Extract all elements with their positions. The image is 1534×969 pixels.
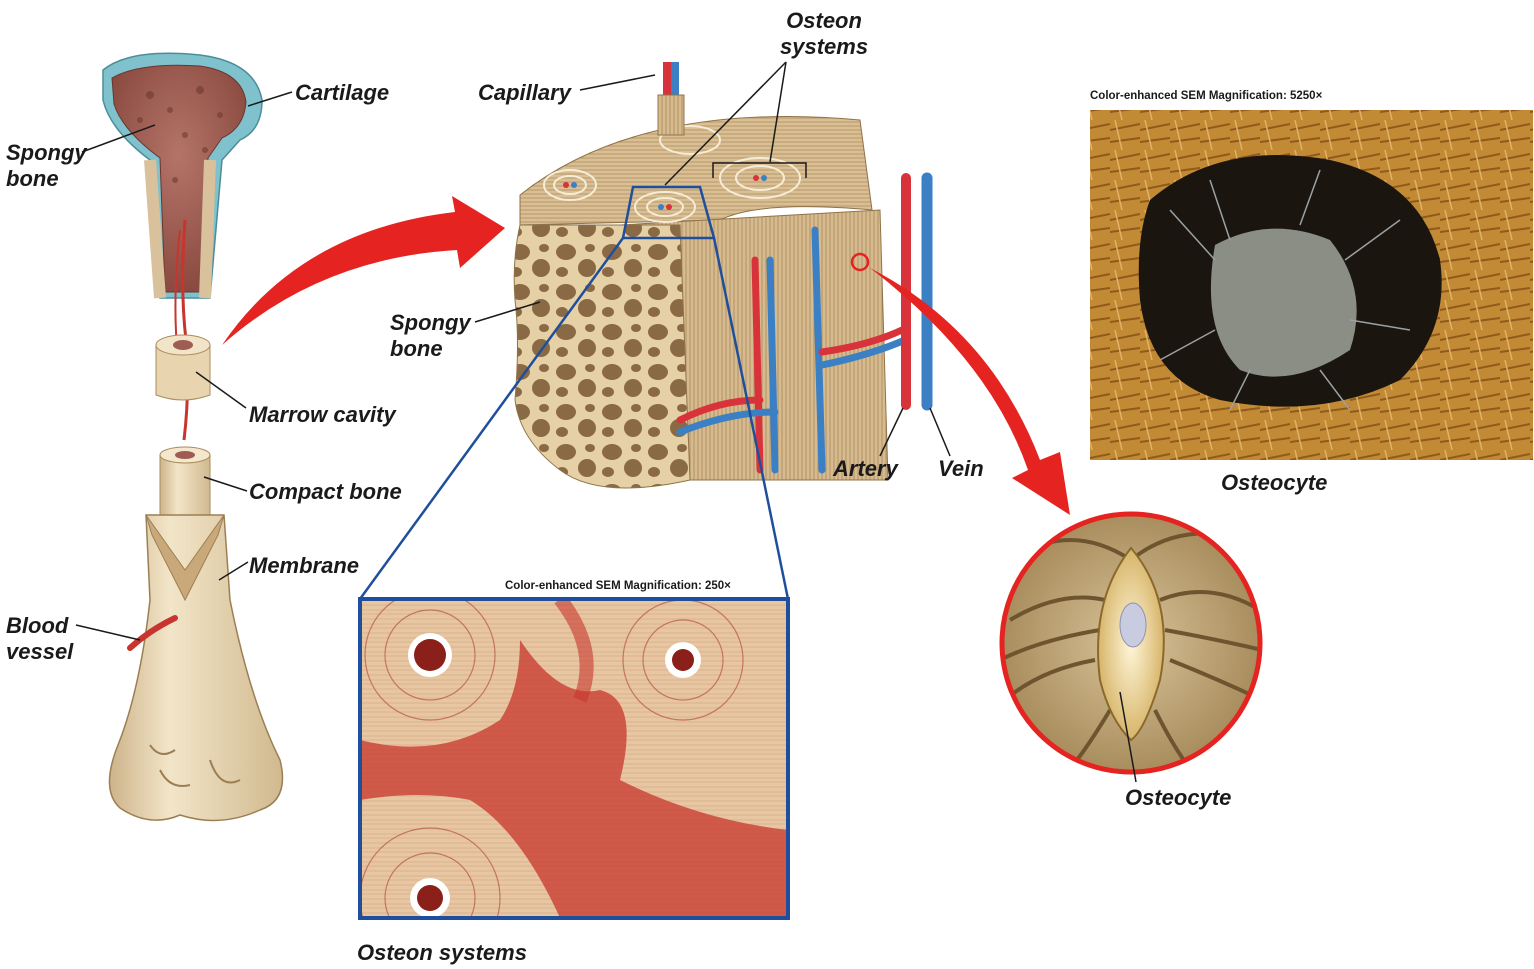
label-spongy-bone-center: Spongy bone bbox=[390, 310, 471, 362]
spongy-bone-top bbox=[112, 65, 246, 292]
label-blood-vessel: Blood vessel bbox=[6, 613, 73, 665]
osteocyte-sem-image bbox=[1090, 110, 1533, 460]
label-spongy-bone-center-line2: bone bbox=[390, 336, 471, 362]
label-osteon-systems-top-line2: systems bbox=[780, 34, 868, 60]
label-capillary: Capillary bbox=[478, 80, 571, 106]
label-membrane: Membrane bbox=[249, 553, 359, 579]
label-compact-bone: Compact bone bbox=[249, 479, 402, 505]
caption-sem-osteon: Color-enhanced SEM Magnification: 250× bbox=[505, 580, 731, 592]
label-spongy-bone-left: Spongy bone bbox=[6, 140, 87, 192]
long-bone-illustration bbox=[103, 53, 283, 820]
label-vein: Vein bbox=[938, 456, 984, 482]
spongy-bone-block bbox=[514, 225, 690, 488]
label-osteocyte-circle: Osteocyte bbox=[1125, 785, 1231, 811]
label-osteocyte-photo: Osteocyte bbox=[1221, 470, 1327, 496]
osteon-sem-image bbox=[360, 590, 788, 968]
label-marrow-cavity: Marrow cavity bbox=[249, 402, 396, 428]
label-blood-vessel-line2: vessel bbox=[6, 639, 73, 665]
label-osteon-systems-top: Osteon systems bbox=[780, 8, 868, 60]
bone-cross-section-block bbox=[514, 62, 905, 488]
label-artery: Artery bbox=[833, 456, 898, 482]
label-spongy-bone-left-line2: bone bbox=[6, 166, 87, 192]
caption-sem-osteocyte: Color-enhanced SEM Magnification: 5250× bbox=[1090, 90, 1322, 102]
label-spongy-bone-center-line1: Spongy bbox=[390, 310, 471, 336]
label-blood-vessel-line1: Blood bbox=[6, 613, 73, 639]
label-osteon-systems-photo: Osteon systems bbox=[357, 940, 527, 966]
label-osteon-systems-top-line1: Osteon bbox=[780, 8, 868, 34]
label-spongy-bone-left-line1: Spongy bbox=[6, 140, 87, 166]
label-cartilage: Cartilage bbox=[295, 80, 389, 106]
